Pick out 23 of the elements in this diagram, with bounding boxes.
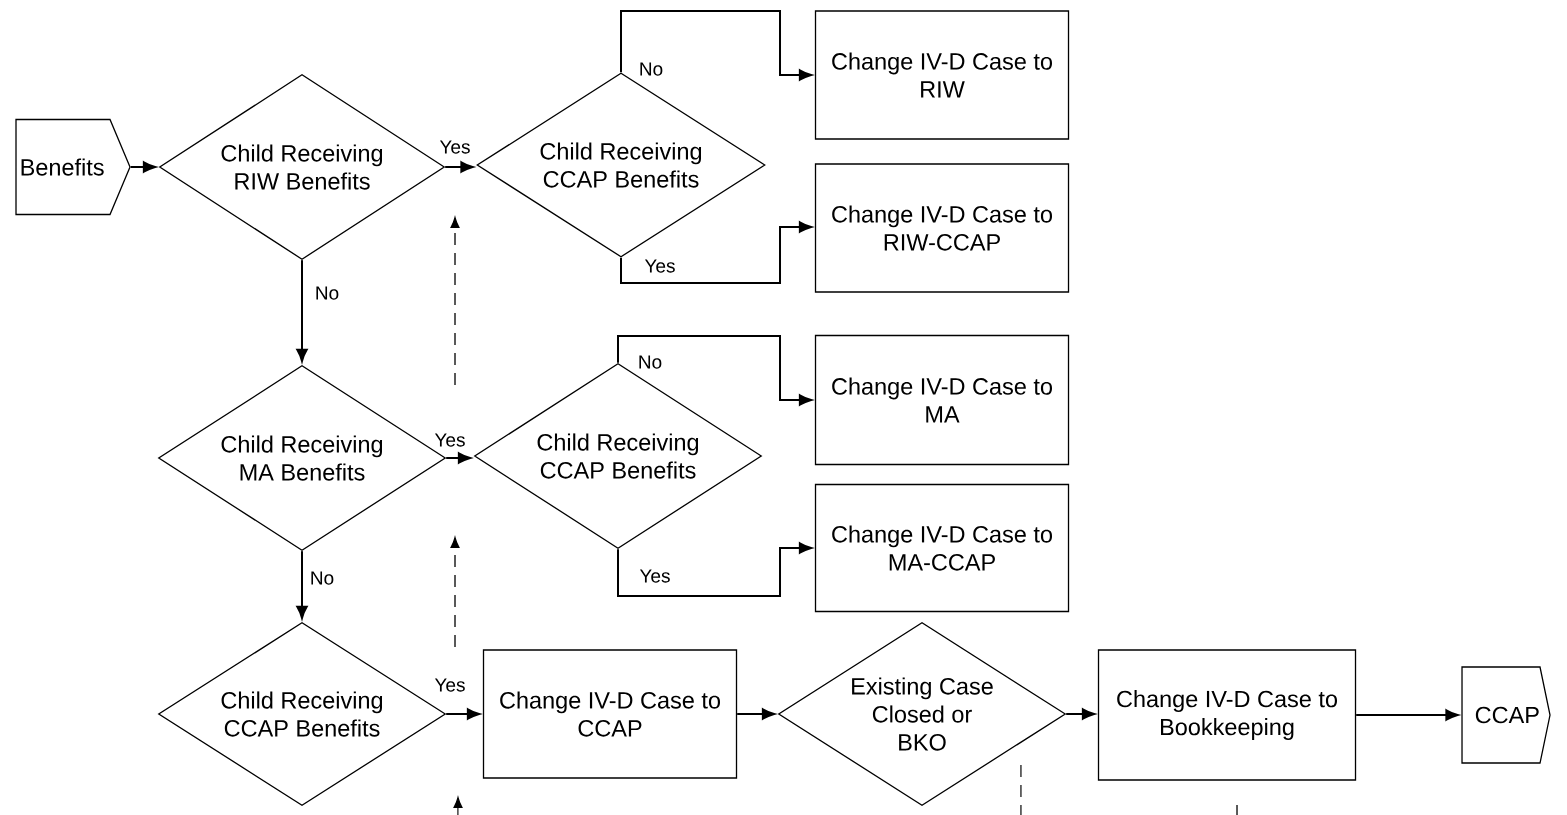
process-box: Change IV-D Case to MA-CCAP: [814, 483, 1070, 613]
process-box: Change IV-D Case to CCAP: [482, 649, 738, 779]
edge-label: Yes: [643, 258, 677, 274]
arrow: [620, 10, 813, 81]
arrow: [1065, 708, 1096, 720]
arrow: [620, 221, 813, 284]
edge-label: No: [313, 285, 341, 301]
edge-label: No: [308, 570, 336, 586]
arrow: [617, 335, 813, 406]
arrow: [1355, 709, 1459, 721]
process-box: Change IV-D Case to MA: [814, 334, 1070, 466]
arrow: [296, 259, 308, 363]
arrow: [129, 161, 157, 173]
process-box: Change IV-D Case to RIW: [814, 10, 1070, 140]
edge-label: Yes: [638, 568, 672, 584]
arrow: [617, 542, 813, 597]
process-box: Change IV-D Case to RIW-CCAP: [814, 163, 1070, 293]
arrow: [444, 161, 474, 173]
arrow: [445, 452, 472, 464]
arrow: [736, 708, 776, 720]
process-box: Change IV-D Case to Bookkeeping: [1097, 649, 1357, 781]
arrow: [296, 550, 308, 620]
arrow: [445, 708, 481, 720]
